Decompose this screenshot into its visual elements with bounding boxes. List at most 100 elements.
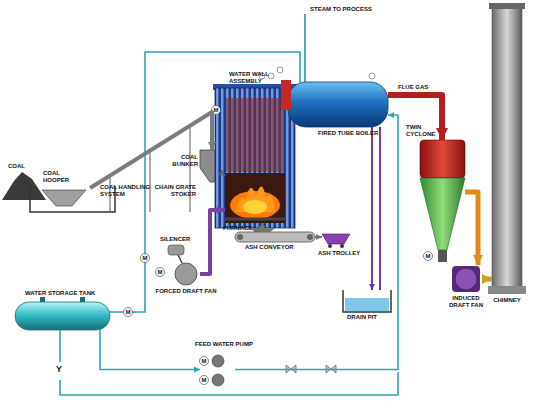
- drain-line: [59, 330, 61, 362]
- motor-symbol: [424, 252, 433, 261]
- valve: [326, 365, 336, 373]
- equipment-label: INDUCED DRAFT FAN: [443, 295, 489, 308]
- motor-letter: M: [214, 107, 219, 114]
- boiler-drum: FIRED TUBE BOILER: [288, 82, 388, 127]
- conveyor-support: [150, 151, 151, 212]
- chain-grate: [225, 218, 285, 221]
- material-label: COAL: [8, 163, 38, 170]
- motor-symbol: [200, 376, 209, 385]
- motor-letter: M: [202, 358, 207, 365]
- equipment-label: COAL HOOPER: [43, 170, 77, 183]
- motor-letter: M: [143, 255, 148, 262]
- intake-pipe: [178, 255, 182, 263]
- water-tank: WATER STORAGE TANK: [15, 302, 110, 330]
- equipment-label: ASH CONVEYOR: [245, 244, 305, 251]
- steam-header: [281, 80, 291, 110]
- pipe-connector: [371, 127, 373, 290]
- pipe-connector: [388, 95, 442, 140]
- water-wall: WATER WALL ASSEMBLYFURNACE: [215, 88, 295, 228]
- equipment-label: WATER STORAGE TANK: [25, 290, 115, 297]
- trolley-bucket: [322, 234, 350, 244]
- pipe-connector: [482, 277, 492, 282]
- cyclone-cone: [420, 178, 465, 250]
- ash-conveyor: ASH CONVEYOR: [235, 232, 315, 242]
- pipe-connector: [315, 236, 322, 238]
- coal-pile: [2, 172, 46, 200]
- furnace: FURNACE: [225, 173, 285, 223]
- fan-housing: [452, 266, 480, 292]
- pipe-connector: [235, 115, 398, 370]
- equipment-label: TWIN CYCLONE: [406, 124, 438, 137]
- pump-body: [212, 374, 224, 386]
- motor-symbol: [212, 106, 221, 115]
- pipe-connector: [200, 210, 225, 274]
- pipe-connector: [224, 174, 225, 177]
- chimney: CHIMNEY: [492, 5, 522, 290]
- return-line: [60, 372, 398, 395]
- stack-base: [488, 286, 526, 294]
- pipe-connector: [261, 223, 263, 232]
- motor-symbol: [156, 268, 165, 277]
- motor-symbol: [141, 254, 150, 263]
- blowdown-pipe: [379, 127, 381, 290]
- part-label: CHAIN GRATE STOKER: [150, 184, 196, 197]
- tank-shell: [15, 302, 110, 330]
- part-label: SILENCER: [160, 236, 200, 243]
- motor-symbol: [200, 357, 209, 366]
- tank-nozzle: [40, 297, 45, 302]
- belt-roller: [237, 234, 243, 240]
- equipment-label: FURNACE: [223, 225, 263, 232]
- motor-symbol: [124, 308, 133, 317]
- gauge: [268, 73, 274, 79]
- equipment-label: FIRED TUBE BOILER: [318, 130, 393, 137]
- pipe-label: STEAM TO PROCESS: [310, 6, 380, 13]
- equipment-label: COAL BUNKER: [162, 154, 198, 167]
- motor-letter: M: [126, 309, 131, 316]
- pipe-connector: [90, 112, 212, 188]
- system-label: COAL HANDLING SYSTEM: [100, 184, 158, 197]
- stack: [492, 5, 522, 290]
- equipment-label: FEED WATER PUMP: [195, 341, 260, 348]
- equipment-label: CHIMNEY: [488, 297, 526, 304]
- conveyor-support: [190, 128, 191, 212]
- pit-water: [345, 298, 389, 311]
- pipe-connector: [100, 330, 200, 370]
- stack-rim: [489, 3, 525, 9]
- pit-walls: [343, 290, 391, 312]
- coal-hopper: COAL HOOPER: [35, 188, 110, 210]
- cyclone-head: [420, 140, 465, 178]
- trolley-wheel: [328, 244, 332, 248]
- fd-fan: FORCED DRAFT FAN: [172, 262, 200, 286]
- flame-core: [243, 200, 267, 214]
- conveyor-belt: [235, 232, 315, 242]
- pipe-connector: [465, 192, 478, 265]
- id-fan: INDUCED DRAFT FAN: [450, 265, 482, 293]
- hot-gas-zone: [226, 98, 284, 172]
- dust-outlet: [438, 250, 447, 262]
- equipment-label: ASH TROLLEY: [318, 250, 362, 257]
- water-line: [110, 52, 300, 312]
- drain-pit: DRAIN PIT: [343, 290, 391, 312]
- pump-body: [212, 355, 224, 367]
- motor-letter: M: [202, 377, 207, 384]
- valve: [286, 365, 296, 373]
- equipment-label: DRAIN PIT: [347, 314, 397, 321]
- gauge: [369, 73, 375, 79]
- gauge: [277, 67, 283, 73]
- fan-rotor: [455, 268, 477, 290]
- coal-bunker: COAL BUNKER: [200, 150, 224, 182]
- hopper-funnel: [42, 190, 86, 206]
- trolley-wheel: [340, 244, 344, 248]
- ash-trolley: ASH TROLLEY: [322, 234, 350, 248]
- equipment-label: FORCED DRAFT FAN: [153, 288, 219, 295]
- twin-cyclone: TWIN CYCLONE: [420, 140, 465, 260]
- equipment-label: WATER WALL ASSEMBLY: [229, 71, 279, 84]
- steam-pipe: [304, 14, 306, 82]
- fan-casing: [175, 263, 197, 285]
- drum-shell: [288, 82, 388, 127]
- motor-letter: M: [426, 253, 431, 260]
